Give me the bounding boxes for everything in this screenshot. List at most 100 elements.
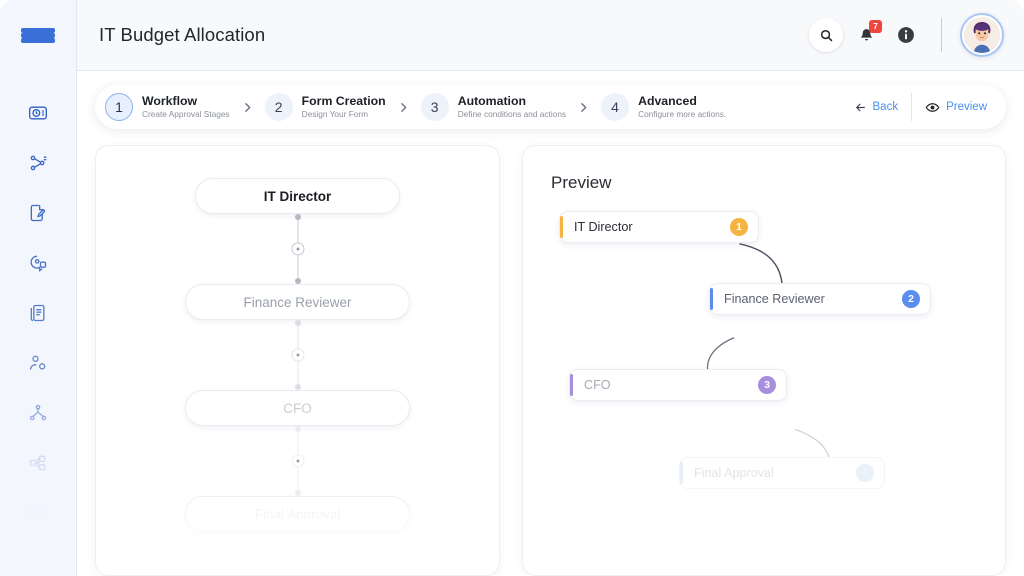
modules-icon [29, 455, 46, 471]
preview-node-cfo[interactable]: CFO 3 [569, 369, 787, 401]
add-step-handle[interactable] [291, 242, 304, 256]
sidebar-item-documents[interactable] [20, 295, 56, 331]
preview-node-label: Finance Reviewer [724, 292, 825, 306]
node-label: CFO [283, 400, 312, 416]
step-title-2: Form Creation [301, 93, 386, 108]
preview-label: Preview [946, 101, 987, 113]
hamburger-bar [21, 38, 55, 43]
preview-node-badge: 3 [758, 376, 776, 394]
step-title-4: Advanced [638, 93, 697, 108]
handle-dot [296, 459, 299, 463]
sidebar [0, 0, 76, 576]
sidebar-item-workflow[interactable] [20, 145, 56, 181]
documents-icon [30, 304, 45, 322]
form-edit-icon [30, 204, 46, 222]
hamburger-menu-icon[interactable] [21, 28, 55, 43]
preview-node-label: CFO [584, 378, 611, 392]
notification-badge: 7 [869, 20, 882, 33]
step-number-1: 1 [105, 93, 133, 121]
back-label: Back [872, 101, 899, 113]
sidebar-item-forms[interactable] [20, 195, 56, 231]
connector-dot [294, 278, 301, 284]
step-number-4: 4 [601, 93, 630, 121]
search-icon [820, 29, 832, 41]
node-label: Final Approval [254, 506, 341, 522]
node-label: Finance Reviewer [243, 294, 352, 310]
workflow-builder-card: IT Director Finance Reviewer [95, 145, 500, 576]
sidebar-item-history[interactable] [20, 495, 56, 531]
content-area: IT Director Finance Reviewer [77, 129, 1024, 576]
stepper-actions: Back Preview [841, 93, 1000, 121]
workflow-nodes-icon [30, 155, 47, 171]
step-advanced[interactable]: 4 Advanced Configure more actions. [599, 93, 728, 121]
hamburger-bar [21, 28, 55, 33]
preview-node-badge: 2 [902, 290, 920, 308]
notifications-button[interactable]: 7 [849, 18, 883, 52]
info-icon [898, 27, 914, 43]
step-workflow[interactable]: 1 Workflow Create Approval Stages [103, 93, 232, 121]
sidebar-item-time-tracker[interactable] [20, 95, 56, 131]
step-automation[interactable]: 3 Automation Define conditions and actio… [419, 93, 568, 121]
org-chart-icon [29, 404, 47, 421]
preview-node-finance-reviewer[interactable]: Finance Reviewer 2 [709, 283, 931, 315]
avatar[interactable] [960, 13, 1004, 57]
history-icon [30, 505, 46, 521]
node-accent-bar [710, 288, 713, 310]
node-accent-bar [570, 374, 573, 396]
chevron-right-icon [388, 101, 419, 114]
workflow-node-it-director[interactable]: IT Director [195, 178, 400, 214]
preview-node-label: IT Director [574, 220, 633, 234]
workflow-connector-1 [291, 214, 305, 284]
sidebar-item-automation[interactable] [20, 245, 56, 281]
sidebar-item-org-chart[interactable] [20, 395, 56, 431]
preview-node-badge: 4 [856, 464, 874, 482]
preview-stage: IT Director 1 Finance Reviewer 2 CFO 3 [523, 199, 1005, 529]
handle-dot [296, 353, 299, 357]
info-button[interactable] [889, 18, 923, 52]
preview-button[interactable]: Preview [912, 94, 1000, 120]
sidebar-item-integrations[interactable] [20, 545, 56, 576]
workflow-node-cfo[interactable]: CFO [185, 390, 410, 426]
node-accent-bar [560, 216, 563, 238]
connector-dot [294, 214, 301, 220]
back-button[interactable]: Back [841, 94, 912, 120]
bell-icon [860, 28, 872, 40]
workflow-chain: IT Director Finance Reviewer [96, 146, 499, 532]
search-button[interactable] [809, 18, 843, 52]
page-title: IT Budget Allocation [99, 24, 266, 45]
preview-card: Preview IT Director 1 [522, 145, 1006, 576]
eye-icon [925, 102, 940, 112]
add-step-handle[interactable] [291, 348, 304, 362]
workflow-node-final-approval[interactable]: Final Approval [185, 496, 410, 532]
automation-icon [30, 255, 47, 272]
workflow-connector-3 [291, 426, 305, 496]
step-subtitle-3: Define conditions and actions [457, 109, 567, 120]
preview-node-badge: 1 [730, 218, 748, 236]
sidebar-item-modules[interactable] [20, 445, 56, 481]
stepper: 1 Workflow Create Approval Stages 2 Form… [95, 85, 1006, 129]
preview-node-it-director[interactable]: IT Director 1 [559, 211, 759, 243]
add-step-handle[interactable] [291, 454, 304, 468]
step-number-3: 3 [420, 93, 449, 121]
preview-node-final-approval[interactable]: Final Approval 4 [679, 457, 885, 489]
step-subtitle-2: Design Your Form [301, 109, 369, 120]
sidebar-item-user-settings[interactable] [20, 345, 56, 381]
main-area: IT Budget Allocation 7 [76, 0, 1024, 576]
connector-dot [294, 426, 301, 432]
chevron-right-icon [568, 101, 599, 114]
avatar-image [964, 17, 1000, 53]
time-tracker-icon [29, 106, 47, 120]
step-subtitle-1: Create Approval Stages [142, 109, 230, 120]
connector-dot [294, 320, 301, 326]
step-subtitle-4: Configure more actions. [638, 109, 727, 120]
step-form-creation[interactable]: 2 Form Creation Design Your Form [263, 93, 388, 121]
hamburger-bar [21, 33, 55, 38]
top-header: IT Budget Allocation 7 [77, 0, 1024, 71]
action-divider [911, 93, 913, 121]
handle-dot [296, 247, 299, 251]
step-number-2: 2 [264, 93, 293, 121]
integrations-icon [31, 555, 43, 571]
preview-node-label: Final Approval [694, 466, 774, 480]
stepper-container: 1 Workflow Create Approval Stages 2 Form… [77, 71, 1024, 129]
workflow-node-finance-reviewer[interactable]: Finance Reviewer [185, 284, 410, 320]
